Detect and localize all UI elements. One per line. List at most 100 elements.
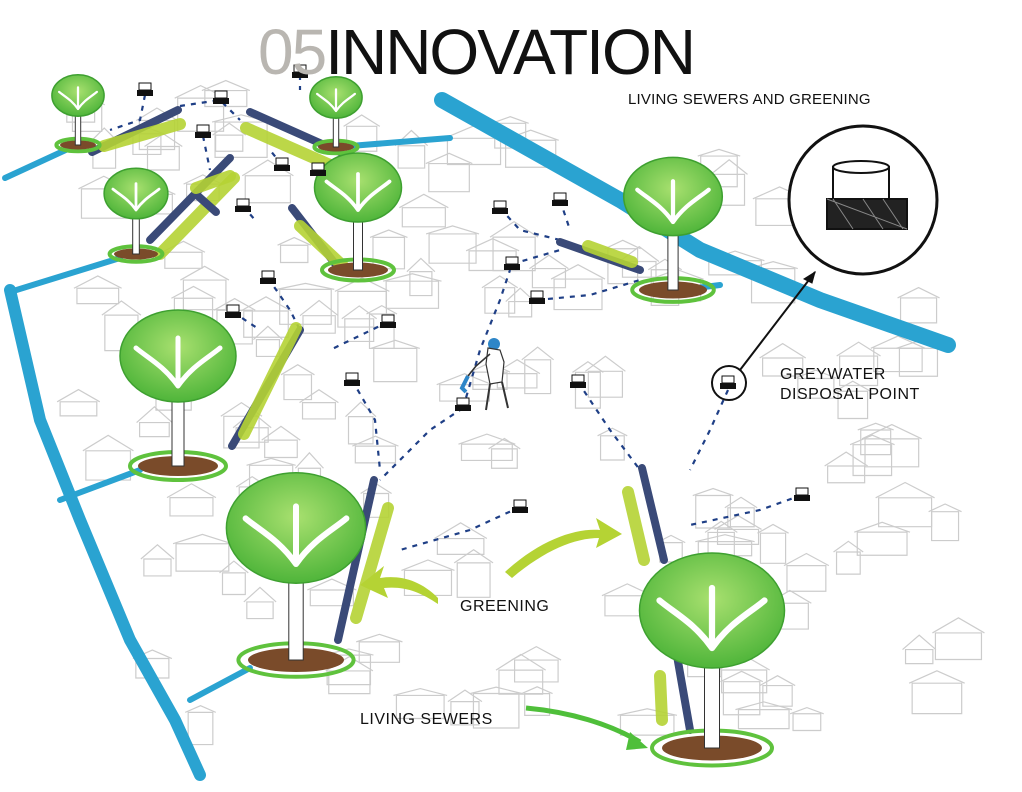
- greening-strip: [238, 322, 302, 440]
- sewer-arrow: [525, 705, 648, 750]
- sketch-house: [166, 483, 217, 517]
- trees: [51, 74, 786, 768]
- sketch-house: [511, 645, 562, 683]
- living-sewer-strip: [194, 192, 220, 216]
- greening-arrow-right: [505, 518, 622, 578]
- tree: [51, 74, 105, 154]
- sketch-house: [584, 355, 626, 398]
- tree: [119, 309, 237, 482]
- greywater-disposal-point: [552, 192, 568, 206]
- title-word: INNOVATION: [325, 16, 696, 88]
- living-sewer-strip: [146, 154, 234, 244]
- sketch-house: [735, 701, 793, 730]
- sketch-house: [334, 277, 390, 328]
- sketch-house: [597, 427, 628, 461]
- greywater-disposal-point: [504, 256, 520, 270]
- sketch-house: [870, 335, 926, 373]
- greywater-disposal-point: [512, 499, 528, 513]
- greywater-disposal-point: [570, 374, 586, 388]
- sketch-house: [617, 708, 678, 736]
- river-branch-2: [187, 665, 253, 703]
- sketch-house: [299, 299, 339, 334]
- sketch-house: [352, 435, 399, 464]
- sketch-house: [399, 193, 449, 228]
- sketch-house: [759, 674, 796, 707]
- sketch-house: [180, 265, 230, 311]
- sketch-house: [481, 275, 519, 314]
- sketch-house: [406, 257, 436, 297]
- sketch-house: [212, 122, 247, 152]
- sketch-house: [56, 388, 101, 417]
- sketch-house: [857, 422, 894, 456]
- living-sewer-strip: [672, 646, 694, 734]
- sketch-house: [436, 373, 493, 402]
- greywater-disposal-point: [344, 372, 360, 386]
- river-top-left: [2, 145, 73, 181]
- greening-strip: [582, 240, 638, 268]
- sketch-house: [140, 544, 175, 577]
- river-mid-left: [7, 255, 123, 295]
- sketch-house: [394, 129, 429, 169]
- sketch-house: [783, 552, 830, 592]
- greywater-disposal-point: [213, 90, 229, 104]
- sketch-house: [550, 264, 606, 311]
- pointer-arrows: [360, 518, 622, 604]
- page-title: 05INNOVATION: [258, 16, 696, 88]
- worker-figure: [459, 338, 509, 411]
- disposal-points: [137, 64, 810, 513]
- sketch-house: [356, 633, 403, 663]
- callout-source-circle: [711, 365, 747, 401]
- sketch-house: [854, 521, 911, 556]
- sketch-house: [276, 282, 335, 325]
- sketch-house: [82, 434, 134, 481]
- sketch-house: [458, 433, 516, 462]
- sketch-house: [240, 296, 292, 338]
- sketch-house: [488, 437, 521, 469]
- greywater-disposal-point: [380, 314, 396, 328]
- sketch-house: [382, 273, 442, 309]
- sketch-house: [521, 686, 553, 716]
- greening-strip: [240, 122, 336, 171]
- river-main-right: [434, 92, 956, 353]
- sketch-house: [505, 287, 536, 318]
- greywater-disposal-point: [137, 82, 153, 96]
- sketch-house: [908, 670, 965, 715]
- sketch-house: [720, 670, 764, 716]
- greening-strip: [98, 118, 186, 152]
- river-top-link: [347, 135, 453, 149]
- zoomed-disposal-point: [826, 160, 908, 230]
- river-branch-1: [57, 467, 143, 503]
- sketch-house: [759, 342, 807, 377]
- greywater-label: GREYWATER DISPOSAL POINT: [780, 365, 920, 405]
- greening-strip: [654, 670, 668, 726]
- greening-strip: [350, 502, 394, 624]
- living-sewer-strip: [638, 464, 668, 564]
- sewer-and-greening-strips: [88, 106, 694, 734]
- sketch-house: [434, 522, 488, 555]
- greywater-disposal-point: [260, 270, 276, 284]
- sketch-house: [932, 617, 985, 661]
- greywater-disposal-point: [235, 198, 251, 212]
- greywater-disposal-point: [310, 162, 326, 176]
- sketch-house: [280, 364, 315, 401]
- greywater-disposal-point: [195, 124, 211, 138]
- sketch-house: [834, 380, 871, 420]
- sketch-house: [277, 236, 312, 264]
- sketch-house: [243, 586, 277, 620]
- tree: [309, 76, 363, 156]
- tree: [225, 472, 367, 679]
- greywater-disposal-point: [492, 200, 508, 214]
- greywater-label-line2: DISPOSAL POINT: [780, 386, 920, 403]
- sketch-house: [833, 540, 864, 575]
- callout-arrowhead: [802, 270, 816, 284]
- greywater-disposal-point: [274, 157, 290, 171]
- title-number: 05: [258, 16, 327, 88]
- sketch-house: [144, 133, 183, 171]
- sketch-house: [425, 225, 480, 264]
- tree: [313, 152, 403, 283]
- sketch-house: [136, 405, 173, 438]
- sketch-house: [757, 523, 789, 564]
- sketch-house: [470, 686, 523, 729]
